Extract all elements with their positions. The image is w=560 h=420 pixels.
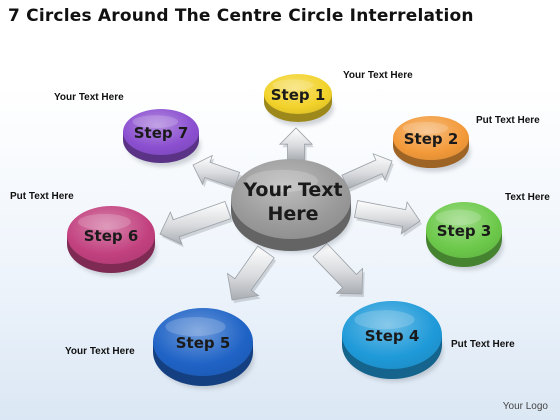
- step-1-circle: Step 1: [264, 74, 334, 126]
- step-5-label: Step 5: [176, 334, 231, 352]
- step-3-text-label: Text Here: [505, 192, 550, 203]
- step-5-text-label: Your Text Here: [65, 346, 135, 357]
- step-6-text-label: Put Text Here: [10, 191, 74, 202]
- step-3-label: Step 3: [437, 222, 492, 240]
- step-7-text-label: Your Text Here: [54, 92, 124, 103]
- arrow-1-icon: [278, 127, 314, 161]
- step-4-label: Step 4: [365, 327, 420, 345]
- step-6-label: Step 6: [84, 227, 139, 245]
- arrow-5-icon: [226, 245, 275, 301]
- step-7-circle: Step 7: [123, 109, 201, 167]
- step-2-label: Step 2: [404, 130, 459, 148]
- logo-placeholder: Your Logo: [502, 401, 548, 412]
- step-1-label: Step 1: [271, 86, 326, 104]
- step-5-circle: Step 5: [153, 308, 254, 389]
- step-4-circle: Step 4: [342, 301, 443, 382]
- step-4-text-label: Put Text Here: [451, 339, 515, 350]
- page-title: 7 Circles Around The Centre Circle Inter…: [8, 6, 474, 26]
- step-2-text-label: Put Text Here: [476, 115, 540, 126]
- step-6-circle: Step 6: [67, 206, 157, 277]
- arrow-6-icon: [159, 200, 232, 246]
- step-2-circle: Step 2: [393, 116, 471, 172]
- arrow-4-icon: [312, 242, 364, 295]
- arrow-2-icon: [341, 153, 393, 190]
- step-7-label: Step 7: [134, 124, 189, 142]
- step-3-circle: Step 3: [426, 202, 504, 271]
- arrow-3-icon: [353, 200, 421, 235]
- arrow-7-icon: [192, 154, 241, 189]
- step-1-text-label: Your Text Here: [343, 70, 413, 81]
